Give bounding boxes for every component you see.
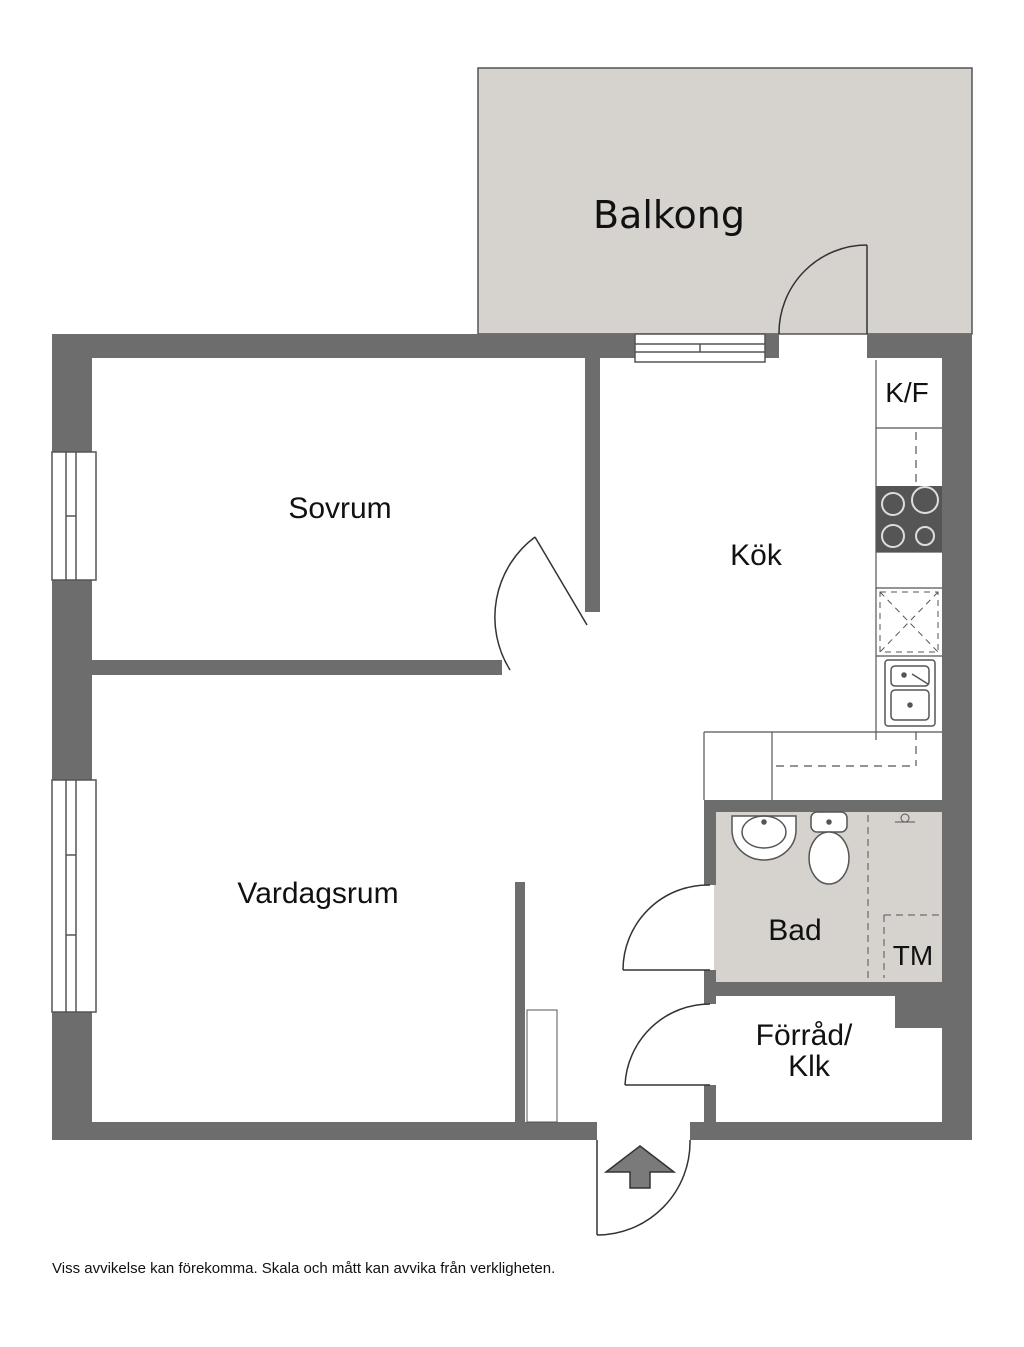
kitchen-counters xyxy=(703,360,942,800)
kitchen-sink-icon xyxy=(884,659,936,727)
dishwasher-icon xyxy=(879,591,939,653)
entrance-arrow-icon xyxy=(603,1145,677,1189)
closet xyxy=(526,1009,558,1123)
room-label-kf: K/F xyxy=(885,377,929,408)
window-kok xyxy=(634,333,766,363)
windows xyxy=(51,333,766,1013)
outer-walls xyxy=(52,334,972,1140)
room-label-sovrum: Sovrum xyxy=(288,492,391,525)
stove-icon xyxy=(876,486,942,552)
room-label-balkong: Balkong xyxy=(593,193,745,237)
balcony xyxy=(477,67,973,335)
door-balcony xyxy=(778,244,868,335)
room-label-vardagsrum: Vardagsrum xyxy=(237,877,398,910)
toilet-icon xyxy=(808,811,850,885)
interior-walls xyxy=(90,356,944,1125)
room-label-forrad: Förråd/ xyxy=(756,1019,853,1052)
door-bad xyxy=(622,884,711,971)
room-label-bad: Bad xyxy=(768,914,821,947)
door-forrad xyxy=(624,1003,711,1086)
door-sovrum xyxy=(494,536,588,671)
room-label-tm: TM xyxy=(893,940,933,971)
window-sovrum xyxy=(51,451,97,581)
bathroom-fixtures xyxy=(731,811,942,978)
doors xyxy=(494,244,868,1236)
window-vardagsrum xyxy=(51,779,97,1013)
washbasin-icon xyxy=(731,815,797,861)
room-label-kok: Kök xyxy=(730,539,783,572)
disclaimer-text: Viss avvikelse kan förekomma. Skala och … xyxy=(52,1260,556,1277)
room-label-klk: Klk xyxy=(788,1050,831,1083)
shower-icon xyxy=(867,813,942,978)
door-entrance xyxy=(596,1139,691,1236)
